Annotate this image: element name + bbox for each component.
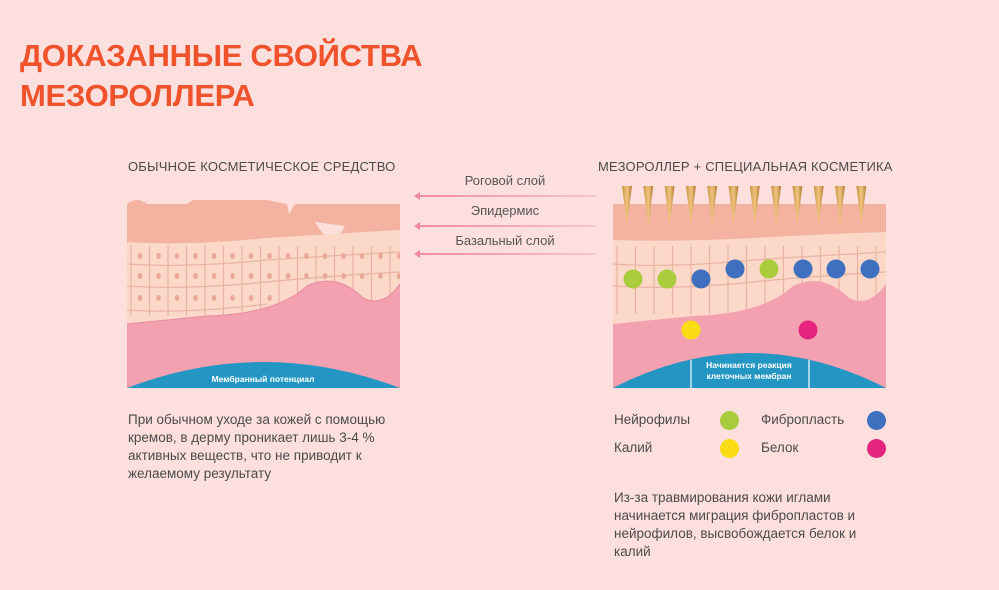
particle-dot	[691, 269, 711, 289]
legend-label-neutrophils: Нейрофилы	[614, 412, 691, 427]
needle	[707, 186, 718, 226]
page-title: ДОКАЗАННЫЕ СВОЙСТВА МЕЗОРОЛЛЕРА	[20, 36, 540, 116]
cell-nucleus	[285, 273, 291, 279]
left-panel-caption: ОБЫЧНОЕ КОСМЕТИЧЕСКОЕ СРЕДСТВО	[128, 159, 396, 174]
needle	[771, 186, 782, 226]
particle-dot	[623, 269, 643, 289]
cell-nucleus	[248, 253, 254, 259]
needle	[813, 186, 824, 226]
cell-nucleus	[174, 253, 180, 259]
cell-nucleus	[211, 295, 217, 301]
needle	[792, 186, 803, 226]
cell-nucleus	[378, 253, 383, 259]
cell-nucleus	[137, 273, 143, 279]
needle	[643, 186, 654, 226]
particle-dot	[826, 259, 846, 279]
skin-illustration-mesoroller: Начинается реакция клеточных мембран	[613, 186, 886, 388]
cell-nucleus	[322, 273, 328, 279]
cell-nucleus	[174, 295, 180, 301]
right-panel-caption: МЕЗОРОЛЛЕР + СПЕЦИАЛЬНАЯ КОСМЕТИКА	[598, 159, 893, 174]
cell-nucleus	[230, 273, 235, 279]
page-title-line1: ДОКАЗАННЫЕ СВОЙСТВА	[20, 38, 423, 73]
particle-dot	[725, 259, 745, 279]
layer-label-epidermis: Эпидермис	[470, 203, 540, 218]
legend-dot-neutrophils	[720, 411, 739, 430]
cell-nucleus	[304, 253, 309, 259]
cell-nucleus	[267, 253, 272, 259]
needle	[856, 186, 867, 226]
legend-dot-potassium	[720, 439, 739, 458]
cell-nucleus	[211, 253, 217, 259]
arrow-epidermis	[414, 222, 596, 230]
mesoroller-description: Из-за травмирования кожи иглами начинает…	[614, 490, 857, 559]
cell-nucleus	[267, 295, 272, 301]
particle-dot	[798, 320, 818, 340]
reaction-label-line1: Начинается реакция	[706, 360, 792, 370]
cell-nucleus	[211, 273, 217, 279]
page-title-line2: МЕЗОРОЛЛЕРА	[20, 78, 255, 113]
cell-nucleus	[341, 273, 346, 279]
needle	[835, 186, 845, 226]
needle	[728, 186, 739, 226]
particle-dot	[759, 259, 779, 279]
particle-dot	[793, 259, 813, 279]
cell-nucleus	[396, 273, 400, 279]
cell-nucleus	[156, 253, 161, 259]
cell-nucleus	[304, 273, 309, 279]
legend-label-protein: Белок	[761, 440, 799, 455]
cell-nucleus	[230, 295, 235, 301]
legend-label-potassium: Калий	[614, 440, 653, 455]
cell-nucleus	[267, 273, 272, 279]
cell-nucleus	[341, 253, 346, 259]
particle-dot	[860, 259, 880, 279]
cell-nucleus	[230, 253, 235, 259]
needle	[749, 186, 760, 226]
arrow-basal	[414, 250, 596, 258]
needle	[685, 186, 696, 226]
cell-nucleus	[248, 273, 254, 279]
skin-illustration-regular: Мембранный потенциал	[127, 200, 400, 388]
particle-dot	[681, 320, 701, 340]
cell-nucleus	[359, 273, 365, 279]
layer-label-stratum-corneum: Роговой слой	[464, 173, 546, 188]
reaction-label-line2: клеточных мембран	[706, 371, 791, 381]
cell-nucleus	[248, 295, 254, 301]
legend-dot-protein	[867, 439, 886, 458]
legend-dot-fibroblasts	[867, 411, 886, 430]
cell-nucleus	[378, 273, 383, 279]
regular-care-description: При обычном уходе за кожей с помощью кре…	[128, 412, 386, 481]
cell-nucleus	[137, 295, 143, 301]
particle-dot	[657, 269, 677, 289]
cell-nucleus	[156, 273, 161, 279]
arrow-stratum-corneum	[414, 192, 596, 200]
needle	[664, 186, 675, 226]
cell-nucleus	[137, 253, 143, 259]
cell-nucleus	[193, 253, 198, 259]
layer-label-basal: Базальный слой	[455, 233, 555, 248]
needle	[622, 186, 632, 226]
cell-nucleus	[174, 273, 180, 279]
cell-nucleus	[285, 253, 291, 259]
cell-nucleus	[396, 253, 400, 259]
cell-nucleus	[193, 295, 198, 301]
legend-label-fibroblasts: Фибропласть	[761, 412, 845, 427]
cell-nucleus	[359, 253, 365, 259]
cell-nucleus	[322, 253, 328, 259]
membrane-potential-label: Мембранный потенциал	[212, 374, 315, 384]
cell-nucleus	[193, 273, 198, 279]
cell-nucleus	[156, 295, 161, 301]
